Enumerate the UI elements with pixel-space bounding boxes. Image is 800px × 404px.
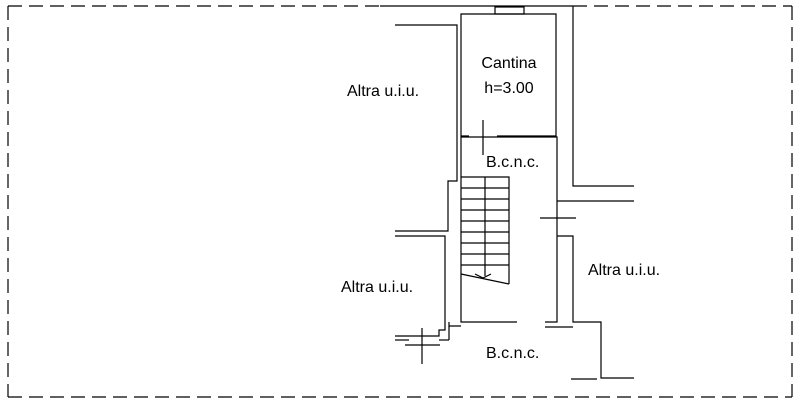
right-walls xyxy=(545,6,634,380)
staircase xyxy=(460,176,510,285)
room-label-bcnc-upper: B.c.n.c. xyxy=(486,154,540,171)
room-height-label: h=3.00 xyxy=(484,80,534,97)
left-walls xyxy=(395,24,461,364)
neighbor-label-right: Altra u.i.u. xyxy=(588,262,661,279)
room-label-bcnc-lower: B.c.n.c. xyxy=(486,345,540,362)
window xyxy=(494,6,525,15)
neighbor-label-top-left: Altra u.i.u. xyxy=(347,83,420,100)
property-boundary xyxy=(7,5,793,398)
neighbor-label-bottom-left: Altra u.i.u. xyxy=(341,279,414,296)
room-label-cantina: Cantina xyxy=(481,55,537,72)
stair-hall-walls xyxy=(460,136,576,323)
